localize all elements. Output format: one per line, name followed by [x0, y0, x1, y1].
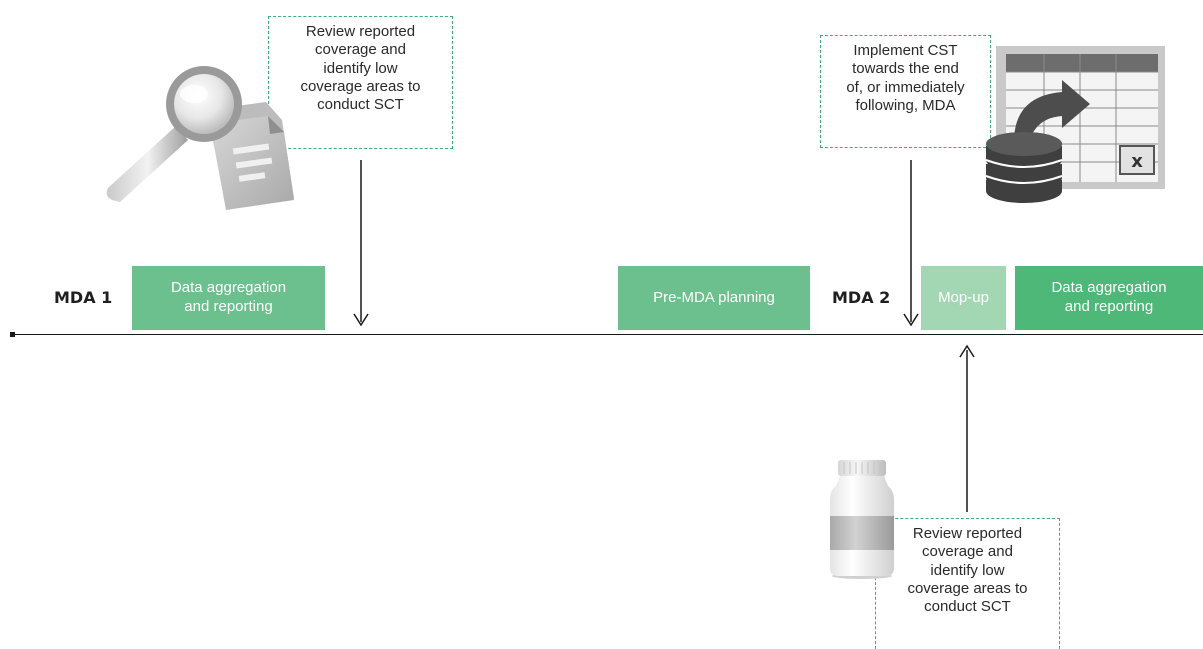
phase-mop-up-label: Mop-up	[938, 288, 989, 306]
note-review-top-text: Review reported coverage and identify lo…	[300, 23, 421, 114]
phase-pre-mda-planning-label: Pre-MDA planning	[653, 288, 775, 306]
phase-data-aggregation-1: Data aggregation and reporting	[132, 266, 325, 330]
mda-1-label: MDA 1	[54, 288, 113, 307]
arrow-implement-cst-down	[903, 160, 919, 327]
pill-bottle-icon	[830, 460, 894, 579]
timeline-line	[12, 334, 1203, 335]
svg-text:x: x	[1131, 151, 1143, 172]
spreadsheet-database-icon: x	[985, 46, 1165, 203]
arrow-review-bottom-up	[959, 344, 975, 512]
arrow-review-top-down	[353, 160, 369, 327]
phase-mop-up: Mop-up	[921, 266, 1006, 330]
note-implement-cst-text: Implement CST towards the end of, or imm…	[846, 42, 965, 114]
phase-data-aggregation-2-label: Data aggregation and reporting	[1051, 279, 1167, 315]
mda-2-label: MDA 2	[832, 288, 891, 307]
magnifier-document-icon	[106, 66, 294, 210]
phase-pre-mda-planning: Pre-MDA planning	[618, 266, 810, 330]
note-review-bottom: Review reported coverage and identify lo…	[875, 518, 1060, 649]
timeline-start-marker	[10, 332, 15, 337]
phase-data-aggregation-2: Data aggregation and reporting	[1015, 266, 1203, 330]
note-review-bottom-text: Review reported coverage and identify lo…	[907, 525, 1028, 616]
phase-data-aggregation-1-label: Data aggregation and reporting	[170, 279, 287, 315]
note-implement-cst: Implement CST towards the end of, or imm…	[820, 35, 991, 148]
note-review-top: Review reported coverage and identify lo…	[268, 16, 453, 149]
